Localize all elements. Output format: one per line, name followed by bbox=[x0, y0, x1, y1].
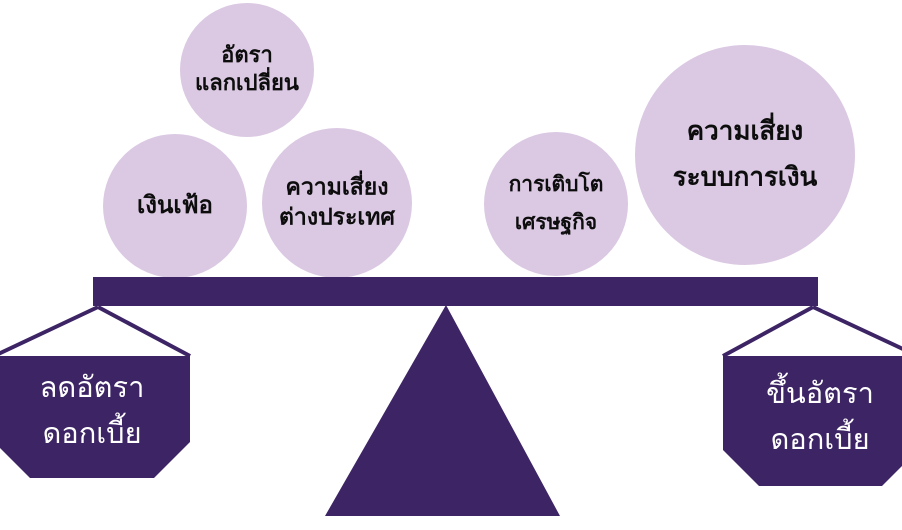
balance-beam bbox=[93, 277, 818, 306]
pennant-raise-rate[interactable]: ขึ้นอัตรา ดอกเบี้ย bbox=[722, 305, 902, 486]
bubble-inflation[interactable]: เงินเฟ้อ bbox=[103, 134, 247, 278]
bubble-foreign-risk[interactable]: ความเสี่ยง ต่างประเทศ bbox=[262, 128, 412, 278]
pennant-cut-rate[interactable]: ลดอัตรา ดอกเบี้ย bbox=[0, 305, 191, 478]
pennant-string-right bbox=[812, 305, 902, 351]
pennant-label-line: ขึ้นอัตรา bbox=[766, 372, 874, 410]
bubble-label-line: ความเสี่ยง bbox=[286, 170, 389, 201]
pennant-body bbox=[0, 356, 190, 478]
bubble-circle bbox=[180, 3, 314, 137]
bubble-group: อัตรา แลกเปลี่ยน เงินเฟ้อ ความเสี่ยง ต่า… bbox=[103, 3, 855, 278]
bubble-label-line: เงินเฟ้อ bbox=[137, 191, 213, 219]
pennant-string-left bbox=[722, 305, 814, 358]
bubble-label-line: การเติบโต bbox=[509, 171, 604, 196]
bubble-label-line: ระบบการเงิน bbox=[673, 163, 818, 193]
bubble-economic-growth[interactable]: การเติบโต เศรษฐกิจ bbox=[484, 132, 628, 276]
bubble-label-line: แลกเปลี่ยน bbox=[195, 66, 299, 96]
bubble-label-line: ต่างประเทศ bbox=[279, 205, 395, 231]
bubble-circle bbox=[262, 128, 412, 278]
bubble-circle bbox=[484, 132, 628, 276]
pennant-string-left bbox=[0, 305, 99, 356]
bubble-label-line: อัตรา bbox=[221, 43, 273, 68]
pennant-body bbox=[723, 356, 902, 486]
pennant-label-line: ดอกเบี้ย bbox=[770, 418, 869, 456]
bubble-financial-system-risk[interactable]: ความเสี่ยง ระบบการเงิน bbox=[635, 45, 855, 265]
pennant-label-line: ลดอัตรา bbox=[40, 370, 145, 404]
fulcrum-triangle bbox=[325, 305, 560, 516]
bubble-circle bbox=[103, 134, 247, 278]
pennant-string-right bbox=[97, 305, 191, 358]
bubble-circle bbox=[635, 45, 855, 265]
pennant-label-line: ดอกเบี้ย bbox=[42, 412, 141, 450]
bubble-exchange-rate[interactable]: อัตรา แลกเปลี่ยน bbox=[180, 3, 314, 137]
bubble-label-line: เศรษฐกิจ bbox=[515, 210, 597, 236]
bubble-label-line: ความเสี่ยง bbox=[687, 112, 803, 147]
